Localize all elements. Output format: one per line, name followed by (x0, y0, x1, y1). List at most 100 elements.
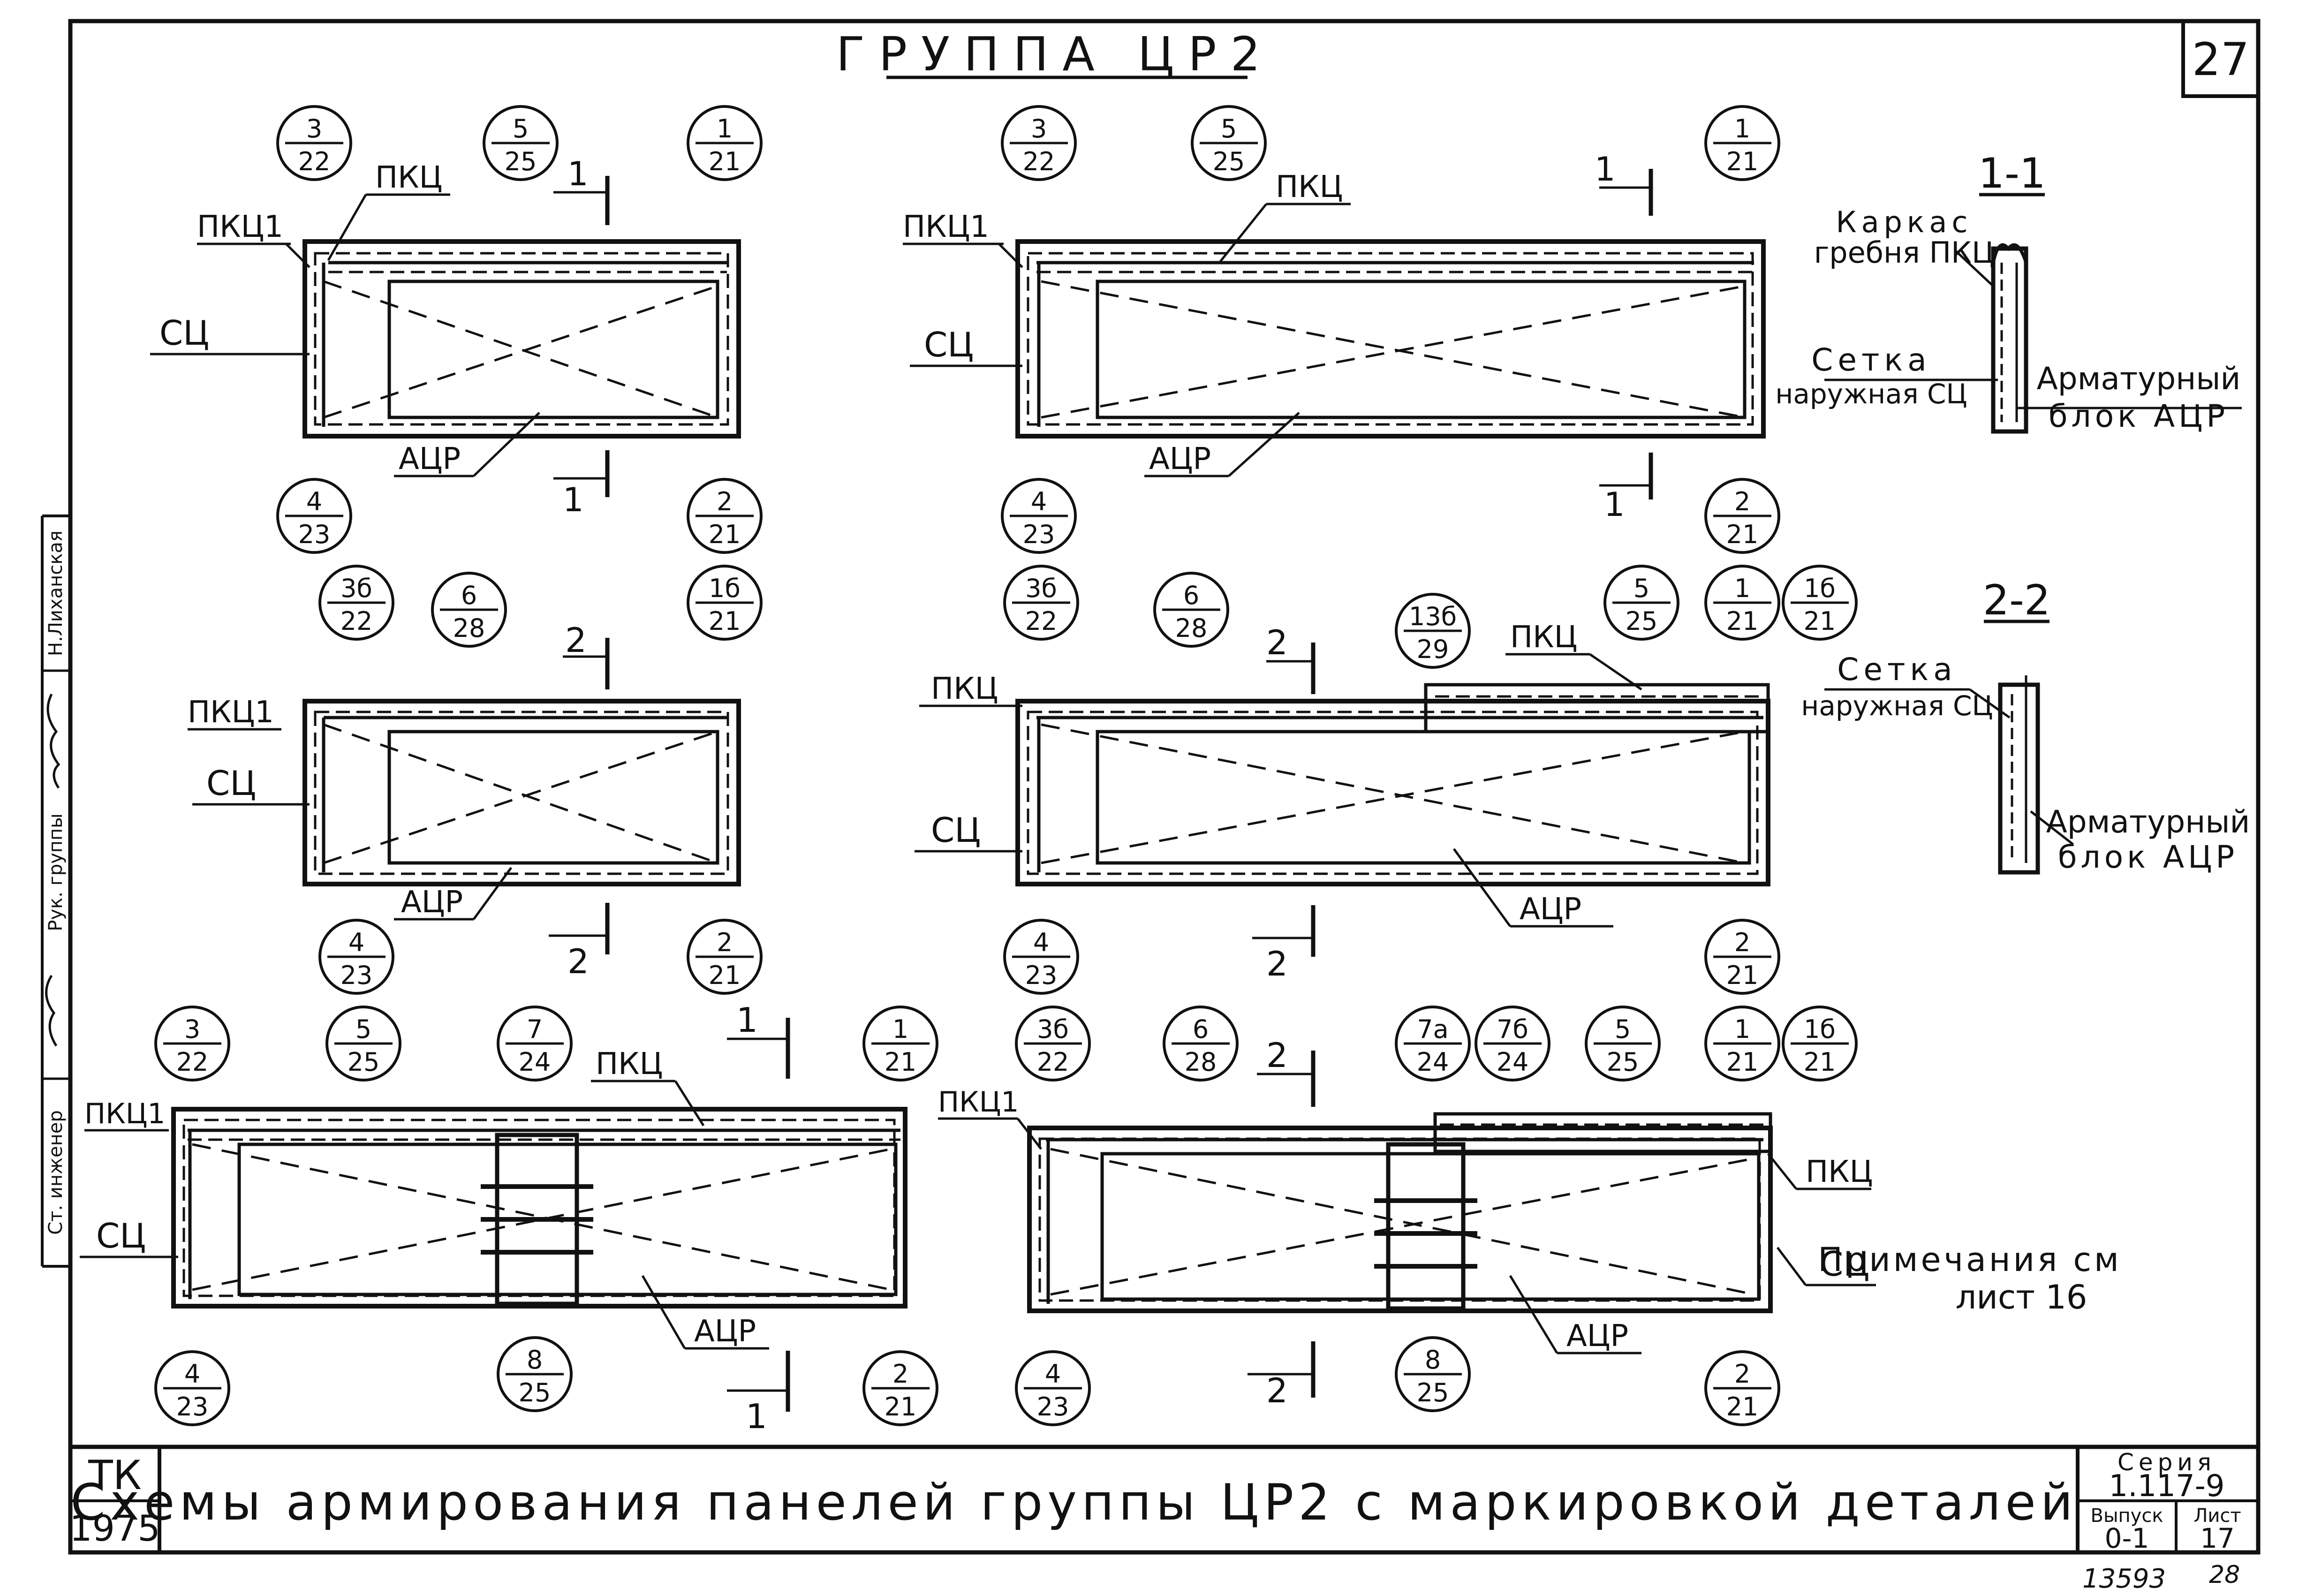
detail-mark-number: 3 (1031, 114, 1047, 144)
svg-text:17: 17 (2200, 1522, 2235, 1554)
svg-text:Сетка: Сетка (1811, 342, 1931, 378)
detail-mark-number: 4 (348, 928, 364, 957)
detail-mark-number: 1б (709, 574, 741, 603)
detail-mark-sheet: 22 (298, 147, 331, 176)
detail-mark-sheet: 22 (340, 606, 373, 636)
svg-text:2: 2 (567, 942, 589, 981)
section-1-1: 1-1 Каркас гребня ПКЦ Сетка наружная СЦ … (1775, 149, 2242, 434)
detail-mark-p3-4: 221 (687, 919, 763, 995)
svg-text:Лист: Лист (2193, 1505, 2241, 1527)
detail-mark-sheet: 23 (298, 520, 331, 549)
detail-mark-sheet: 21 (1804, 1047, 1836, 1077)
detail-mark-number: 5 (513, 114, 529, 144)
detail-mark-number: 4 (306, 487, 322, 516)
cut-markers: 1 1 1 1 2 2 2 2 1 1 2 2 (549, 150, 1653, 1436)
detail-mark-p5-6: 221 (862, 1350, 938, 1426)
detail-mark-number: 3б (340, 574, 372, 603)
detail-mark-sheet: 21 (709, 147, 741, 176)
svg-text:2: 2 (1266, 1036, 1288, 1075)
svg-text:гребня ПКЦ: гребня ПКЦ (1814, 235, 1995, 270)
detail-mark-p5-5: 825 (497, 1336, 573, 1412)
svg-text:СЦ: СЦ (96, 1216, 146, 1256)
svg-text:СЦ: СЦ (159, 313, 209, 353)
svg-text:АЦР: АЦР (401, 885, 463, 920)
detail-mark-p5-3: 121 (862, 1006, 938, 1082)
detail-mark-number: 4 (1045, 1359, 1061, 1389)
detail-mark-number: 5 (1221, 114, 1237, 144)
svg-text:АЦР: АЦР (694, 1314, 756, 1349)
svg-text:наружная СЦ: наружная СЦ (1775, 378, 1967, 410)
detail-mark-sheet: 21 (709, 606, 741, 636)
detail-mark-number: 1б (1804, 574, 1836, 603)
detail-mark-number: 3 (306, 114, 322, 144)
svg-text:ПКЦ: ПКЦ (1806, 1155, 1873, 1189)
section-2-2-title: 2-2 (1983, 576, 2050, 624)
detail-marks: 3225251214232213225251214232213б226281б2… (154, 105, 1858, 1426)
svg-text:Каркас: Каркас (1836, 205, 1973, 239)
detail-mark-sheet: 22 (176, 1047, 209, 1077)
svg-text:1: 1 (1604, 485, 1625, 524)
svg-text:1.117-9: 1.117-9 (2109, 1469, 2224, 1504)
detail-mark-number: 5 (1615, 1014, 1631, 1044)
detail-mark-number: 7б (1497, 1014, 1528, 1044)
detail-mark-sheet: 23 (1023, 520, 1055, 549)
detail-mark-sheet: 23 (176, 1392, 209, 1422)
detail-mark-number: 8 (1425, 1345, 1441, 1375)
detail-mark-number: 2 (1734, 487, 1750, 516)
detail-mark-sheet: 21 (1726, 520, 1759, 549)
detail-mark-number: 2 (1734, 1359, 1750, 1389)
detail-mark-sheet: 24 (519, 1047, 551, 1077)
detail-mark-number: 13б (1409, 602, 1457, 631)
detail-mark-sheet: 25 (1213, 147, 1245, 176)
detail-mark-sheet: 21 (709, 520, 741, 549)
panel-2 (1015, 239, 1766, 439)
detail-mark-number: 3б (1037, 1014, 1069, 1044)
svg-text:Ст. инженер: Ст. инженер (45, 1110, 67, 1235)
svg-text:АЦР: АЦР (1566, 1319, 1628, 1354)
svg-text:0-1: 0-1 (2105, 1522, 2149, 1554)
detail-mark-sheet: 22 (1025, 606, 1058, 636)
note-line-1: Примечания см (1818, 1240, 2122, 1279)
detail-mark-p1-3: 423 (276, 478, 352, 554)
detail-mark-sheet: 21 (1726, 1047, 1759, 1077)
detail-mark-sheet: 21 (1726, 147, 1759, 176)
detail-mark-sheet: 21 (885, 1047, 917, 1077)
detail-mark-p5-1: 525 (325, 1006, 401, 1082)
detail-mark-p6-9: 221 (1704, 1350, 1780, 1426)
detail-mark-sheet: 24 (1417, 1047, 1449, 1077)
detail-mark-p1-4: 221 (687, 478, 763, 554)
detail-mark-sheet: 25 (1626, 606, 1658, 636)
detail-mark-sheet: 21 (1726, 606, 1759, 636)
title-block: ТК 1975 Схемы армирования панелей группы… (69, 1445, 2258, 1594)
detail-mark-p3-1: 628 (431, 572, 507, 648)
detail-mark-p4-1: 628 (1153, 572, 1229, 648)
note-line-2: лист 16 (1956, 1278, 2087, 1316)
detail-mark-number: 2 (1734, 928, 1750, 957)
detail-mark-number: 5 (1634, 574, 1649, 603)
svg-text:Сетка: Сетка (1837, 651, 1957, 688)
detail-mark-number: 1 (717, 114, 733, 144)
detail-mark-p4-6: 423 (1003, 919, 1079, 995)
svg-text:блок АЦР: блок АЦР (2058, 839, 2238, 875)
detail-mark-number: 3 (184, 1014, 200, 1044)
detail-mark-number: 6 (461, 581, 477, 610)
detail-mark-sheet: 21 (885, 1392, 917, 1422)
detail-mark-number: 2 (717, 487, 733, 516)
svg-text:АЦР: АЦР (1149, 442, 1211, 477)
detail-mark-p2-3: 423 (1001, 478, 1077, 554)
detail-mark-p6-4: 525 (1585, 1006, 1661, 1082)
detail-mark-number: 4 (1031, 487, 1047, 516)
sheet-number-box (2181, 19, 2260, 98)
detail-mark-sheet: 22 (1037, 1047, 1069, 1077)
detail-mark-number: 4 (184, 1359, 200, 1389)
detail-mark-number: 2 (892, 1359, 908, 1389)
svg-text:2: 2 (565, 620, 587, 660)
detail-mark-p6-1: 628 (1163, 1006, 1239, 1082)
detail-mark-p4-4: 121 (1704, 565, 1780, 641)
